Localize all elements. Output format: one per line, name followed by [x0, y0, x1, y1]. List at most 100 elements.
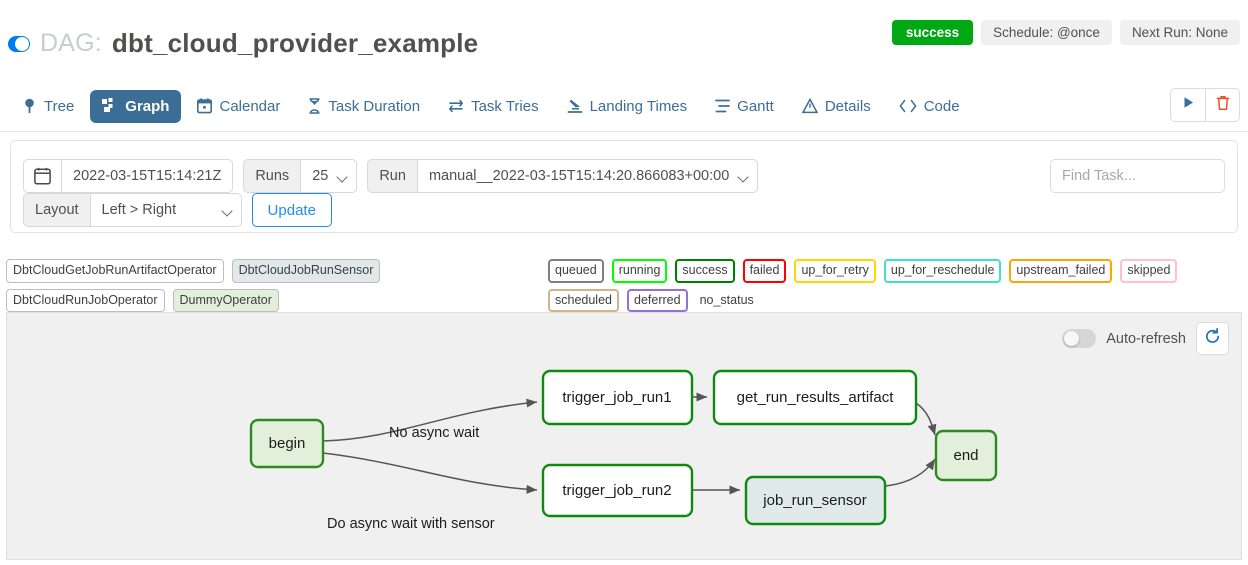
dag-graph-panel: Auto-refresh — [6, 312, 1242, 560]
find-task-input[interactable]: Find Task... — [1050, 159, 1225, 193]
tab-calendar[interactable]: Calendar — [185, 90, 292, 123]
tab-gantt[interactable]: Gantt — [703, 90, 786, 123]
edge-get_run_results_artifact-to-end — [915, 402, 937, 436]
status-legend-chip[interactable]: up_for_reschedule — [883, 259, 1002, 283]
calendar-icon[interactable] — [23, 159, 61, 193]
task-node-box[interactable] — [249, 418, 325, 469]
auto-refresh-toggle[interactable] — [1062, 329, 1097, 348]
task-node-box[interactable] — [541, 463, 694, 518]
tab-label: Details — [824, 97, 871, 115]
status-legend-chip[interactable]: running — [611, 259, 668, 283]
filter-row-primary: 2022-03-15T15:14:21Z Runs 25 Run manual_… — [23, 159, 759, 193]
tab-label: Landing Times — [589, 97, 688, 115]
status-legend-chip[interactable]: upstream_failed — [1009, 259, 1113, 283]
graph-edges — [322, 392, 937, 495]
layout-select[interactable]: Left > Right — [89, 193, 242, 227]
auto-refresh-label: Auto-refresh — [1106, 330, 1186, 347]
task-node-box[interactable] — [744, 475, 887, 526]
tab-code[interactable]: Code — [887, 90, 972, 123]
tab-landing-times[interactable]: Landing Times — [555, 90, 700, 123]
hourglass-icon — [308, 98, 321, 114]
legend-area: DbtCloudGetJobRunArtifactOperator DbtClo… — [0, 256, 1248, 312]
runs-group: Runs 25 — [243, 159, 358, 193]
tree-icon — [22, 98, 37, 114]
operator-legend-chip[interactable]: DbtCloudJobRunSensor — [231, 259, 381, 283]
run-select[interactable]: manual__2022-03-15T15:14:20.866083+00:00 — [416, 159, 759, 193]
warning-triangle-icon — [801, 98, 818, 114]
base-date-input[interactable]: 2022-03-15T15:14:21Z — [61, 159, 234, 193]
delete-dag-button[interactable] — [1205, 89, 1239, 121]
tab-tree[interactable]: Tree — [10, 90, 86, 123]
tab-details[interactable]: Details — [790, 90, 883, 123]
graph-nodes: begin trigger_job_run1 get_run_results_a… — [249, 369, 998, 526]
calendar-icon — [197, 98, 213, 114]
task-node-trigger_job_run2[interactable]: trigger_job_run2 — [541, 463, 694, 518]
task-node-get_run_results_artifact[interactable]: get_run_results_artifact — [712, 369, 918, 426]
task-node-box[interactable] — [934, 429, 998, 482]
edge-label: Do async wait with sensor — [327, 516, 495, 532]
dag-filter-bar: 2022-03-15T15:14:21Z Runs 25 Run manual_… — [10, 140, 1238, 233]
tab-graph[interactable]: Graph — [90, 89, 182, 123]
task-node-trigger_job_run1[interactable]: trigger_job_run1 — [541, 369, 694, 426]
task-node-begin[interactable]: begin — [249, 418, 325, 469]
task-node-label: trigger_job_run1 — [562, 389, 671, 406]
tab-label: Calendar — [219, 97, 281, 115]
status-legend-chip[interactable]: success — [675, 259, 735, 283]
status-legend-chip[interactable]: queued — [548, 259, 604, 283]
page-title: DAG: dbt_cloud_provider_example — [8, 28, 478, 59]
graph-icon — [102, 98, 118, 114]
landing-icon — [567, 98, 583, 114]
runs-label: Runs — [243, 159, 301, 193]
edge-begin-to-trigger_job_run1 — [322, 398, 538, 442]
update-button[interactable]: Update — [251, 193, 332, 227]
next-run-badge: Next Run: None — [1119, 20, 1240, 45]
operator-legend-chip[interactable]: DbtCloudRunJobOperator — [6, 288, 165, 312]
page-header: DAG: dbt_cloud_provider_example success … — [0, 0, 1248, 72]
status-legend-chip[interactable]: scheduled — [548, 288, 619, 312]
tab-label: Code — [923, 97, 960, 115]
tab-label: Task Duration — [328, 97, 421, 115]
tab-label: Graph — [125, 97, 170, 115]
dag-action-buttons — [1170, 88, 1240, 122]
base-date-group: 2022-03-15T15:14:21Z — [23, 159, 234, 193]
task-node-label: trigger_job_run2 — [562, 482, 671, 499]
edge-begin-to-trigger_job_run2 — [322, 452, 538, 494]
dag-paused-toggle[interactable] — [8, 35, 30, 52]
status-legend-chip[interactable]: no_status — [699, 292, 754, 307]
refresh-button[interactable] — [1196, 322, 1229, 355]
run-label: Run — [367, 159, 417, 193]
status-legend-chip[interactable]: up_for_retry — [794, 259, 876, 283]
tab-label: Task Tries — [471, 97, 539, 115]
task-node-job_run_sensor[interactable]: job_run_sensor — [744, 475, 887, 526]
edge-label: No async wait — [389, 425, 479, 441]
operator-legend-chip[interactable]: DummyOperator — [172, 288, 279, 312]
tab-label: Tree — [44, 97, 75, 115]
status-legend-chip[interactable]: failed — [742, 259, 787, 283]
schedule-badge: Schedule: @once — [981, 20, 1112, 45]
task-node-label: get_run_results_artifact — [737, 389, 895, 406]
gantt-icon — [715, 98, 731, 114]
status-legend-chip[interactable]: deferred — [627, 288, 688, 312]
task-node-end[interactable]: end — [934, 429, 998, 482]
dag-graph-canvas[interactable]: No async wait Do async wait with sensor … — [7, 313, 1243, 561]
filter-row-secondary: Layout Left > Right Update — [23, 193, 332, 227]
tab-label: Gantt — [737, 97, 774, 115]
runs-select[interactable]: 25 — [300, 159, 358, 193]
retry-icon — [448, 98, 464, 114]
operator-legend: DbtCloudGetJobRunArtifactOperator DbtClo… — [6, 259, 536, 312]
play-icon — [1182, 96, 1195, 114]
task-node-label: begin — [269, 435, 306, 452]
task-node-box[interactable] — [541, 369, 694, 426]
operator-legend-chip[interactable]: DbtCloudGetJobRunArtifactOperator — [6, 259, 224, 283]
status-legend-chip[interactable]: skipped — [1120, 259, 1178, 283]
layout-label: Layout — [23, 193, 90, 227]
tab-task-tries[interactable]: Task Tries — [436, 90, 551, 123]
task-node-box[interactable] — [712, 369, 918, 426]
refresh-icon — [1204, 327, 1221, 350]
run-group: Run manual__2022-03-15T15:14:20.866083+0… — [367, 159, 759, 193]
dag-prefix-label: DAG: — [40, 29, 102, 57]
header-badges: success Schedule: @once Next Run: None — [891, 20, 1240, 45]
trigger-dag-button[interactable] — [1171, 89, 1205, 121]
tab-task-duration[interactable]: Task Duration — [296, 90, 432, 123]
task-node-label: job_run_sensor — [762, 492, 866, 509]
